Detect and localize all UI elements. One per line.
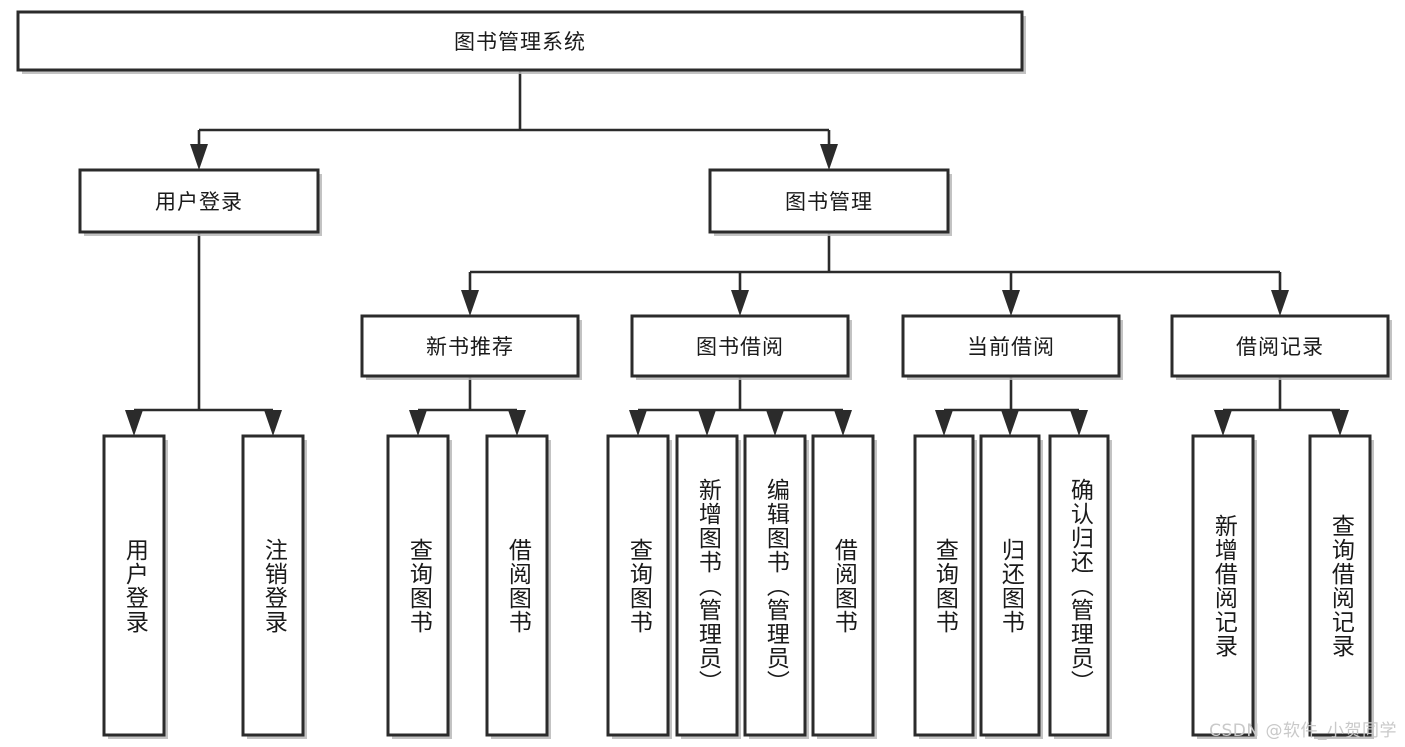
arrow-head-icon xyxy=(1070,410,1088,436)
arrow-head-icon xyxy=(1331,410,1349,436)
leaf-node-leaf-add-book-admin[interactable] xyxy=(675,434,739,737)
node-root[interactable] xyxy=(16,10,1024,72)
arrow-head-icon xyxy=(820,144,838,170)
arrow-head-icon xyxy=(935,410,953,436)
leaf-node-leaf-borrow-book-recommend[interactable] xyxy=(485,434,549,737)
arrow-head-icon xyxy=(264,410,282,436)
leaf-node-leaf-edit-book-admin[interactable] xyxy=(743,434,807,737)
arrow-head-icon xyxy=(508,410,526,436)
leaf-node-leaf-confirm-return-admin[interactable] xyxy=(1048,434,1110,737)
arrow-head-icon xyxy=(1002,290,1020,316)
arrow-head-icon xyxy=(461,290,479,316)
arrow-head-icon xyxy=(125,410,143,436)
leaf-node-leaf-query-book-current[interactable] xyxy=(913,434,975,737)
node-book-borrow[interactable] xyxy=(630,314,850,378)
node-new-book-recommend[interactable] xyxy=(360,314,580,378)
leaf-node-leaf-user-login[interactable] xyxy=(102,434,166,737)
arrow-head-icon xyxy=(409,410,427,436)
arrow-head-icon xyxy=(1271,290,1289,316)
leaf-node-leaf-query-borrow-record[interactable] xyxy=(1308,434,1372,737)
arrow-head-icon xyxy=(190,144,208,170)
boxes-layer xyxy=(16,10,1392,739)
leaf-node-leaf-borrow-book[interactable] xyxy=(811,434,875,737)
node-user-login[interactable] xyxy=(78,168,320,234)
connectors-layer xyxy=(125,70,1349,436)
node-book-management[interactable] xyxy=(708,168,950,234)
watermark-text: CSDN @软件_小贺同学 xyxy=(1209,721,1397,741)
arrow-head-icon xyxy=(834,410,852,436)
leaf-node-leaf-add-borrow-record[interactable] xyxy=(1191,434,1255,737)
arrow-head-icon xyxy=(766,410,784,436)
leaf-node-leaf-query-book-borrow[interactable] xyxy=(606,434,670,737)
arrow-head-icon xyxy=(698,410,716,436)
node-current-borrow[interactable] xyxy=(901,314,1121,378)
leaf-node-leaf-query-book-recommend[interactable] xyxy=(386,434,450,737)
leaf-node-leaf-return-book[interactable] xyxy=(979,434,1041,737)
node-borrow-records[interactable] xyxy=(1170,314,1390,378)
arrow-head-icon xyxy=(1001,410,1019,436)
leaf-node-leaf-logout-login[interactable] xyxy=(241,434,305,737)
arrow-head-icon xyxy=(629,410,647,436)
arrow-head-icon xyxy=(1214,410,1232,436)
arrow-head-icon xyxy=(731,290,749,316)
